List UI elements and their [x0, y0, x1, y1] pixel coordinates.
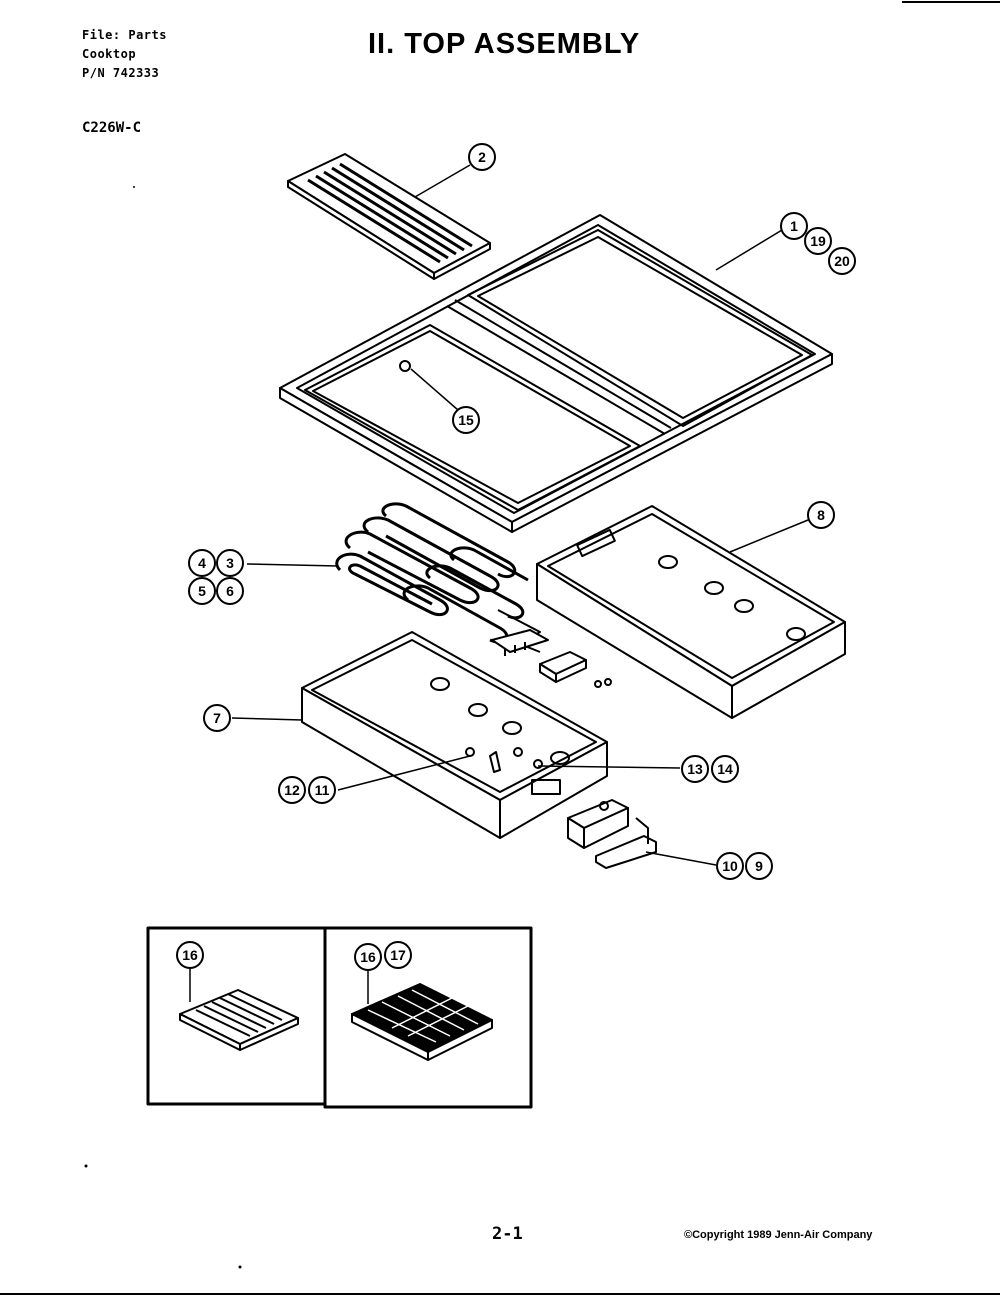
callout-5: 5 — [188, 577, 216, 605]
callout-10: 10 — [716, 852, 744, 880]
part-connector — [539, 651, 612, 688]
callout-20: 20 — [828, 247, 856, 275]
leader-lines — [189, 164, 809, 1004]
part-heating-element — [335, 502, 549, 656]
scan-speck — [133, 186, 135, 188]
part-left-pan — [301, 631, 608, 839]
page-title: II. TOP ASSEMBLY — [368, 28, 641, 60]
svg-text:19: 19 — [810, 233, 826, 249]
callout-19: 19 — [804, 227, 832, 255]
callout-9: 9 — [745, 852, 773, 880]
svg-text:17: 17 — [390, 947, 406, 963]
svg-text:16: 16 — [182, 947, 198, 963]
part-top-frame — [279, 214, 833, 533]
svg-text:14: 14 — [717, 761, 733, 777]
svg-text:16: 16 — [360, 949, 376, 965]
svg-text:20: 20 — [834, 253, 850, 269]
callout-8: 8 — [807, 501, 835, 529]
callout-16-left: 16 — [176, 941, 204, 969]
bottom-edge-rule — [0, 1293, 1000, 1295]
page-number: 2-1 — [492, 1224, 523, 1244]
svg-text:5: 5 — [198, 583, 206, 599]
callout-4: 4 — [188, 549, 216, 577]
callout-13: 13 — [681, 755, 709, 783]
scan-speck — [84, 1164, 88, 1168]
callout-12: 12 — [278, 776, 306, 804]
callout-14: 14 — [711, 755, 739, 783]
svg-text:10: 10 — [722, 858, 738, 874]
accessory-box-right — [323, 926, 533, 1109]
accessory-box-left — [146, 926, 327, 1106]
svg-text:2: 2 — [478, 149, 486, 165]
svg-text:4: 4 — [198, 555, 206, 571]
callout-6: 6 — [216, 577, 244, 605]
callout-2: 2 — [468, 143, 496, 171]
callout-11: 11 — [308, 776, 336, 804]
top-edge-rule — [902, 1, 1000, 3]
svg-text:8: 8 — [817, 507, 825, 523]
scan-speck — [238, 1265, 242, 1269]
callout-3: 3 — [216, 549, 244, 577]
svg-text:13: 13 — [687, 761, 703, 777]
model-number: C226W-C — [82, 120, 142, 136]
callout-7: 7 — [203, 704, 231, 732]
copyright-notice: ©Copyright 1989 Jenn-Air Company — [684, 1229, 873, 1241]
part-number-label: P/N 742333 — [82, 66, 160, 80]
type-label: Cooktop — [82, 47, 137, 61]
part-grille — [287, 153, 491, 280]
svg-text:12: 12 — [284, 782, 300, 798]
callout-15: 15 — [452, 406, 480, 434]
svg-text:1: 1 — [790, 218, 798, 234]
callout-1: 1 — [780, 212, 808, 240]
callouts: 2 1 19 20 15 8 4 3 5 6 7 12 11 13 14 10 … — [176, 143, 856, 971]
svg-text:3: 3 — [226, 555, 234, 571]
file-label: File: Parts — [82, 28, 167, 42]
svg-text:9: 9 — [755, 858, 763, 874]
svg-text:11: 11 — [315, 782, 330, 798]
svg-text:7: 7 — [213, 710, 221, 726]
callout-17: 17 — [384, 941, 412, 969]
callout-16-right: 16 — [354, 943, 382, 971]
svg-text:6: 6 — [226, 583, 234, 599]
part-right-pan — [536, 505, 846, 719]
part-switch-bracket — [567, 799, 657, 869]
svg-text:15: 15 — [458, 412, 474, 428]
